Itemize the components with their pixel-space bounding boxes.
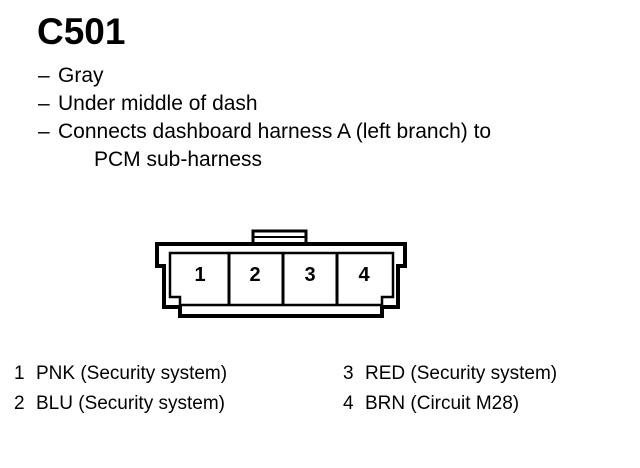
pin-entry: 4 BRN (Circuit M28)	[343, 389, 557, 419]
description-line: – Connects dashboard harness A (left bra…	[38, 118, 491, 174]
pin-label: PNK (Security system)	[36, 363, 228, 384]
cavity-number: 3	[304, 264, 315, 286]
dash-glyph: –	[38, 64, 50, 87]
dash-glyph: –	[38, 92, 50, 115]
connector-housing	[155, 242, 407, 318]
pin-entry: 1 PNK (Security system)	[14, 359, 227, 389]
pin-label: BRN (Circuit M28)	[365, 393, 520, 414]
description-line: – Gray	[38, 62, 491, 90]
description-continuation: PCM sub-harness	[94, 148, 263, 171]
pin-entry: 3 RED (Security system)	[343, 359, 557, 389]
pin-list-left: 1 PNK (Security system) 2 BLU (Security sy…	[14, 359, 227, 419]
description-text: Connects dashboard harness A (left branc…	[58, 120, 492, 143]
cavity-number: 1	[194, 264, 205, 286]
cavity-number: 4	[358, 264, 370, 286]
cavity-dividers	[227, 253, 339, 305]
description-text: Gray	[58, 64, 104, 87]
connector-inner-frame	[168, 251, 395, 307]
pin-entry: 2 BLU (Security system)	[14, 389, 227, 419]
cavity-number: 2	[249, 264, 260, 286]
pin-label: RED (Security system)	[365, 363, 558, 384]
pin-number: 1	[14, 363, 25, 384]
dash-glyph: –	[38, 120, 50, 143]
pin-number: 2	[14, 393, 25, 414]
connector-title: C501	[37, 11, 126, 52]
pin-number: 3	[343, 363, 354, 384]
pin-number: 4	[343, 393, 354, 414]
connector-description: – Gray – Under middle of dash – Connects…	[38, 62, 491, 174]
description-text: Under middle of dash	[58, 92, 258, 115]
pin-list-right: 3 RED (Security system) 4 BRN (Circuit M28…	[343, 359, 557, 419]
description-line: – Under middle of dash	[38, 90, 491, 118]
pin-label: BLU (Security system)	[36, 393, 225, 414]
